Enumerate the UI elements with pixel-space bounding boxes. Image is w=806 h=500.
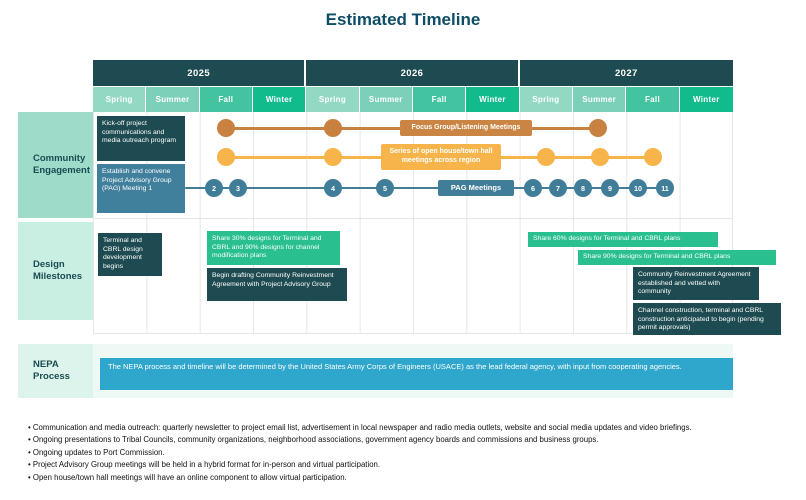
footnote: Project Advisory Group meetings will be … (28, 459, 800, 471)
row-label-nepa-process: NEPA Process (18, 344, 93, 398)
season-header: Winter (466, 86, 520, 112)
season-header: Spring (93, 86, 147, 112)
begin-drafting-cra-box: Begin drafting Community Reinvestment Ag… (207, 268, 347, 301)
pag-meeting-marker: 7 (549, 179, 567, 197)
open-house-dot (537, 148, 555, 166)
year-header-2027: 2027 (519, 60, 733, 86)
pag-meeting-marker: 3 (229, 179, 247, 197)
pag-meeting-marker: 5 (376, 179, 394, 197)
season-header: Winter (679, 86, 733, 112)
pag-meeting-marker: 2 (205, 179, 223, 197)
footnotes: Communication and media outreach: quarte… (28, 422, 800, 484)
kickoff-communications-box: Kick-off project communications and medi… (97, 116, 185, 161)
focus-group-label: Focus Group/Listening Meetings (400, 120, 532, 136)
pag-meeting-marker: 6 (524, 179, 542, 197)
footnote: Communication and media outreach: quarte… (28, 422, 800, 434)
share-60-box: Share 60% designs for Terminal and CBRL … (528, 232, 718, 247)
focus-group-dot (324, 119, 342, 137)
pag-meetings-label: PAG Meetings (438, 180, 514, 196)
open-house-dot (591, 148, 609, 166)
open-house-label: Series of open house/town hall meetings … (381, 144, 501, 170)
cra-established-box: Community Reinvestment Agreement establi… (633, 267, 759, 300)
season-header: Fall (626, 86, 680, 112)
season-header: Spring (519, 86, 573, 112)
season-header: Fall (413, 86, 467, 112)
pag-timeline (185, 187, 665, 189)
year-header-2026: 2026 (306, 60, 520, 86)
footnote: Ongoing updates to Port Commission. (28, 447, 800, 459)
channel-construction-box: Channel construction, terminal and CBRL … (633, 303, 781, 335)
footnote: Ongoing presentations to Tribal Councils… (28, 434, 800, 446)
year-header-2025: 2025 (93, 60, 307, 86)
row-label-community-engagement: Community Engagement (18, 112, 93, 218)
season-header: Summer (573, 86, 627, 112)
pag-meeting-marker: 8 (574, 179, 592, 197)
pag-meeting-marker: 11 (656, 179, 674, 197)
open-house-dot (324, 148, 342, 166)
share-90-box: Share 90% designs for Terminal and CBRL … (578, 250, 776, 265)
terminal-design-box: Terminal and CBRL design development beg… (98, 233, 162, 276)
establish-pag-box: Establish and convene Project Advisory G… (97, 164, 185, 213)
nepa-process-bar: The NEPA process and timeline will be de… (100, 358, 733, 390)
pag-meeting-marker: 4 (324, 179, 342, 197)
page-title: Estimated Timeline (325, 10, 481, 29)
focus-group-dot (589, 119, 607, 137)
focus-group-dot (217, 119, 235, 137)
share-30-box: Share 30% designs for Terminal and CBRL … (207, 231, 340, 265)
open-house-dot (644, 148, 662, 166)
row-divider (93, 218, 733, 219)
footnote: Open house/town hall meetings will have … (28, 472, 800, 484)
pag-meeting-marker: 10 (629, 179, 647, 197)
open-house-dot (217, 148, 235, 166)
season-header: Winter (253, 86, 307, 112)
pag-meeting-marker: 9 (601, 179, 619, 197)
season-header: Spring (306, 86, 360, 112)
row-label-design-milestones: Design Milestones (18, 222, 93, 320)
season-header: Summer (359, 86, 413, 112)
season-header: Fall (199, 86, 253, 112)
season-header: Summer (146, 86, 200, 112)
